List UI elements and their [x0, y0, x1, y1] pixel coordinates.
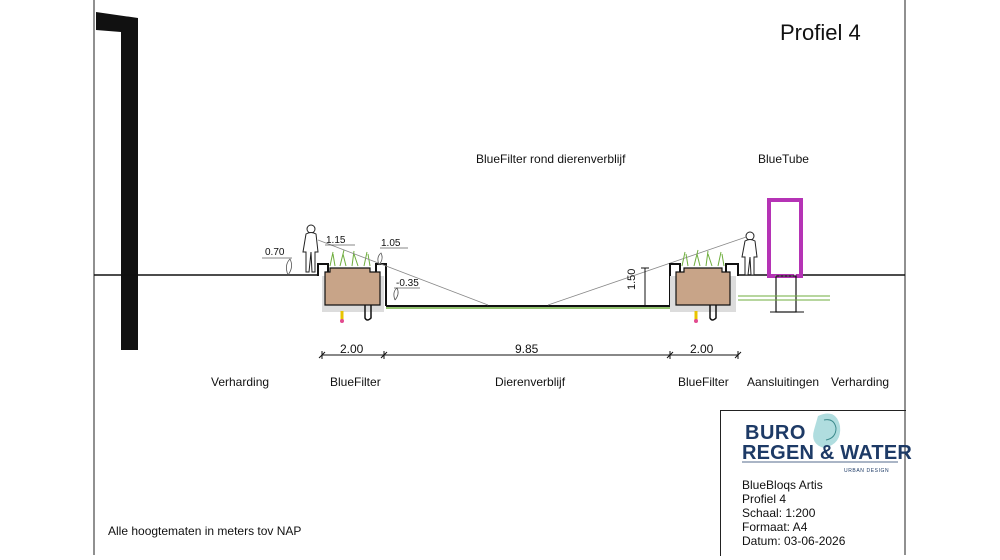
title-block	[720, 410, 906, 556]
level-planter-left: 1.05	[381, 238, 401, 249]
brand-name-line2: REGEN & WATER	[742, 442, 913, 464]
level-paving-left: 0.70	[265, 247, 285, 258]
left-filter-plants	[329, 249, 371, 267]
title-block-format: Formaat: A4	[742, 520, 808, 534]
brand-name-line1: BURO	[745, 422, 806, 444]
bluetube-column	[767, 198, 803, 278]
drawing-title: Profiel 4	[780, 20, 861, 45]
section-connections: Aansluitingen	[747, 375, 820, 389]
level-basin-depth: 1.50	[626, 268, 638, 290]
title-block-scale: Schaal: 1:200	[742, 506, 816, 520]
left-overflow-pipe	[364, 305, 372, 321]
right-filter-walls	[669, 263, 739, 276]
bluetube-foundation	[775, 275, 797, 313]
dim-right-filter: 2.00	[690, 342, 714, 356]
section-paving-left: Verharding	[211, 375, 270, 389]
person-left-figure	[302, 224, 319, 273]
person-right-figure	[741, 231, 758, 276]
section-enclosure: Dierenverblijf	[495, 375, 566, 389]
left-filter-walls	[317, 263, 387, 306]
dim-basin: 9.85	[515, 342, 539, 356]
left-filter-soil	[324, 267, 381, 306]
brand-tagline: URBAN DESIGN	[844, 468, 890, 474]
section-filter-right: BlueFilter	[678, 375, 729, 389]
right-drain-outlet	[694, 319, 698, 323]
annotation-bluetube: BlueTube	[758, 152, 809, 166]
sightline-right	[547, 234, 753, 306]
left-drain-outlet	[340, 319, 344, 323]
annotation-bluefilter-ring: BlueFilter rond dierenverblijf	[476, 152, 626, 166]
title-block-project: BlueBloqs Artis	[742, 478, 823, 492]
level-basin-bottom: -0.35	[396, 278, 419, 289]
retaining-wall	[96, 12, 138, 350]
level-filter-top-left: 1.15	[326, 235, 346, 246]
height-note: Alle hoogtematen in meters tov NAP	[108, 524, 302, 538]
brand-logo-graphic	[742, 413, 898, 463]
dimension-chain	[318, 351, 742, 359]
right-filter-soil	[675, 267, 731, 306]
title-block-date: Datum: 03-06-2026	[742, 534, 846, 548]
right-filter-plants	[681, 249, 725, 267]
sightline-left	[317, 239, 489, 306]
title-block-profile: Profiel 4	[742, 492, 787, 506]
section-paving-right: Verharding	[831, 375, 890, 389]
right-overflow-pipe	[709, 305, 717, 321]
dim-left-filter: 2.00	[340, 342, 364, 356]
section-filter-left: BlueFilter	[330, 375, 381, 389]
bluetube-inner	[774, 205, 796, 277]
